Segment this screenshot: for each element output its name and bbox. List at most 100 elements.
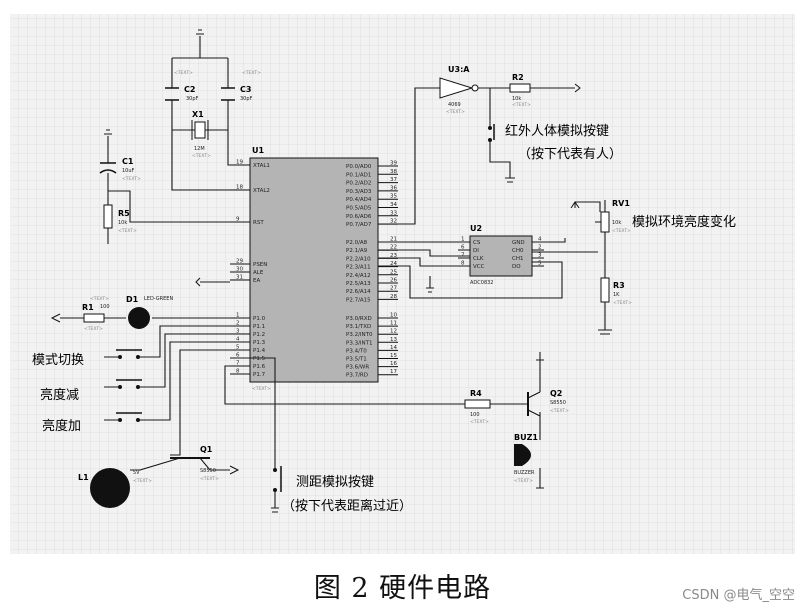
mode-button: 模式切换 <box>32 349 142 368</box>
u1-pin-number: 38 <box>390 169 397 175</box>
svg-text:亮度减: 亮度减 <box>40 387 79 403</box>
u1-pin-number: 24 <box>390 261 397 267</box>
u1-pin-name: P2.1/A9 <box>346 248 368 254</box>
u1-pin-name: ALE <box>253 270 264 276</box>
svg-text:<TEXT>: <TEXT> <box>470 419 489 425</box>
u1-pin-number: 7 <box>236 361 240 367</box>
u1-pin-number: 23 <box>390 253 397 259</box>
u1-pin-name: P0.4/AD4 <box>346 197 372 203</box>
svg-text:R4: R4 <box>470 389 482 398</box>
u1-pin-name: P0.1/AD1 <box>346 172 371 178</box>
u1-pin-number: 8 <box>236 369 240 375</box>
u1-pin-number: 32 <box>390 219 397 225</box>
svg-text:D1: D1 <box>126 295 139 304</box>
svg-text:30pF: 30pF <box>240 96 253 102</box>
u1-pin-number: 19 <box>236 160 243 166</box>
svg-text:5V: 5V <box>133 470 140 476</box>
u2-pin-name: CLK <box>473 256 484 262</box>
svg-text:<TEXT>: <TEXT> <box>200 476 219 482</box>
u1-pin-name: P1.7 <box>253 372 266 378</box>
svg-text:10k: 10k <box>118 220 127 226</box>
capacitor-c1: C1 10uF <TEXT> <box>99 157 141 182</box>
svg-text:Q1: Q1 <box>200 445 213 454</box>
svg-text:U3:A: U3:A <box>448 65 470 74</box>
u1-pin-name: P1.4 <box>253 348 266 354</box>
resistor-r1: R1 100 <TEXT> <TEXT> <box>82 296 110 332</box>
svg-text:X1: X1 <box>192 110 204 119</box>
u1-pin-name: P1.0 <box>253 316 266 322</box>
u1-pin-number: 29 <box>236 259 243 265</box>
u2-pin-name: DI <box>473 248 479 254</box>
u1-pin-number: 18 <box>236 185 243 191</box>
buzzer-buz1: BUZ1 BUZZER <TEXT> <box>514 433 538 484</box>
u1-pin-name: P0.7/AD7 <box>346 222 372 228</box>
svg-text:S8550: S8550 <box>550 400 566 406</box>
u1-pin-number: 4 <box>236 337 240 343</box>
svg-text:<TEXT>: <TEXT> <box>613 300 632 306</box>
u1-pin-name: P2.7/A15 <box>346 297 371 303</box>
u1-pin-name: P3.7/RD <box>346 373 368 379</box>
svg-text:模拟环境亮度变化: 模拟环境亮度变化 <box>632 214 736 230</box>
svg-text:C2: C2 <box>184 85 195 94</box>
u2-pin-number: 8 <box>461 261 465 267</box>
u2-pin-name: CS <box>473 240 481 246</box>
increase-button: 亮度加 <box>42 412 142 434</box>
svg-text:（按下代表有人）: （按下代表有人） <box>518 147 622 162</box>
ir-button: 红外人体模拟按键 （按下代表有人） <box>488 120 622 162</box>
resistor-r6: R5 10k <TEXT> <box>103 204 137 234</box>
u1-pin-name: P0.2/AD2 <box>346 181 371 187</box>
svg-text:R5: R5 <box>118 209 130 218</box>
figure-caption: 图 2 硬件电路 <box>313 573 492 604</box>
u1-pin-number: 15 <box>390 353 397 359</box>
u2-pin-number: 3 <box>538 253 542 259</box>
u2-pin-number: 2 <box>538 245 542 251</box>
u1-pin-name: P3.6/WR <box>346 365 369 371</box>
u1-pin-number: 25 <box>390 269 397 275</box>
u1-pin-name: P0.6/AD6 <box>346 214 372 220</box>
svg-text:<TEXT>: <TEXT> <box>118 228 137 234</box>
svg-text:亮度加: 亮度加 <box>42 418 81 434</box>
u1-pin-number: 16 <box>390 361 397 367</box>
svg-text:<TEXT>: <TEXT> <box>514 478 533 484</box>
u1-pin-name: P3.5/T1 <box>346 357 367 363</box>
u1-pin-name: P3.0/RXD <box>346 316 372 322</box>
u1-pin-number: 31 <box>236 275 243 281</box>
u1-label: U1 <box>252 146 264 155</box>
capacitor-c2: C2 30pF <TEXT> <box>165 70 199 102</box>
transistor-q2: Q2 S8550 <TEXT> <box>527 389 569 417</box>
u1-pin-name: XTAL2 <box>253 188 270 194</box>
u1-pin-name: P3.3/INT1 <box>346 340 373 346</box>
svg-text:10k: 10k <box>512 96 521 102</box>
svg-text:100: 100 <box>470 412 480 418</box>
svg-text:1K: 1K <box>613 292 620 298</box>
u1-pin-number: 28 <box>390 294 397 300</box>
u1-pin-number: 33 <box>390 210 397 216</box>
u1-pin-name: P3.2/INT0 <box>346 332 373 338</box>
svg-text:（按下代表距离过近）: （按下代表距离过近） <box>282 498 412 514</box>
svg-text:R3: R3 <box>613 281 625 290</box>
svg-text:LED-GREEN: LED-GREEN <box>144 296 173 302</box>
u1-pin-number: 10 <box>390 313 397 319</box>
u1-pin-number: 3 <box>236 329 240 335</box>
u1-pin-name: P2.6/A14 <box>346 289 371 295</box>
svg-text:模式切换: 模式切换 <box>32 353 84 368</box>
u1-pin-number: 27 <box>390 286 397 292</box>
u2-pin-number: 5 <box>538 261 542 267</box>
svg-text:测距模拟按键: 测距模拟按键 <box>296 475 374 490</box>
potentiometer-rv1: RV1 10k <TEXT> 模拟环境亮度变化 <box>570 199 736 234</box>
inverter-u3: U3:A 4069 <TEXT> <box>439 65 479 115</box>
u1-pin-name: P1.3 <box>253 340 266 346</box>
svg-text:100: 100 <box>100 304 110 310</box>
svg-text:BUZ1: BUZ1 <box>514 433 538 442</box>
svg-text:4069: 4069 <box>448 102 461 108</box>
svg-text:RV1: RV1 <box>612 199 630 208</box>
svg-text:<TEXT>: <TEXT> <box>90 296 109 302</box>
svg-text:Q2: Q2 <box>550 389 562 398</box>
u1-pin-name: P2.3/A11 <box>346 265 371 271</box>
u1-pin-number: 12 <box>390 329 397 335</box>
u1-pin-name: P2.4/A12 <box>346 273 371 279</box>
transistor-q1: Q1 S8550 <TEXT> <box>139 445 240 482</box>
u1-pin-name: XTAL1 <box>253 163 270 169</box>
svg-text:<TEXT>: <TEXT> <box>612 228 631 234</box>
u1-pin-name: P2.2/A10 <box>346 256 371 262</box>
